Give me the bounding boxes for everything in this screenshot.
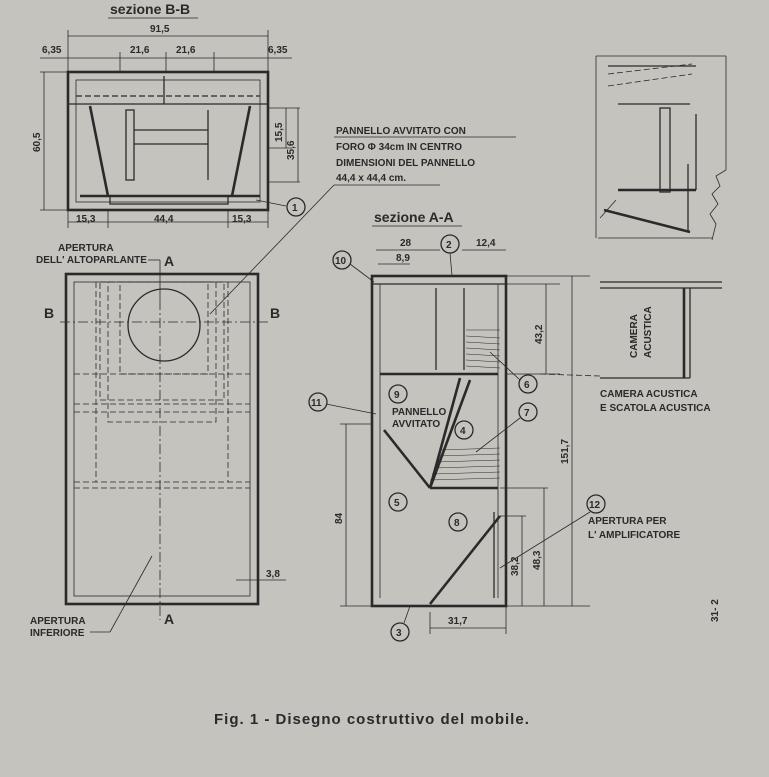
- bottom-opening-label-1: APERTURA: [30, 616, 86, 627]
- dim-bottom-31-7: 31,7: [448, 616, 468, 627]
- dim-lower-84: 84: [334, 512, 345, 524]
- panel-note: PANNELLO AVVITATO CON FORO Φ 34cm IN CEN…: [209, 126, 516, 315]
- panel-note-line4: 44,4 x 44,4 cm.: [336, 173, 406, 184]
- svg-text:3: 3: [396, 628, 402, 639]
- acoustic-fill-lower: [429, 447, 501, 481]
- chamber-label-1: CAMERA: [629, 314, 640, 358]
- panel-note-line1: PANNELLO AVVITATO CON: [336, 126, 466, 137]
- section-a-top-marker: A: [164, 253, 174, 269]
- svg-text:7: 7: [524, 408, 530, 419]
- dim-bottom-left: 15,3: [76, 214, 96, 225]
- section-b-left-marker: B: [44, 305, 54, 321]
- dim-top-8-9: 8,9: [396, 253, 410, 264]
- marker-1: 1: [292, 203, 298, 214]
- dim-overall-width: 91,5: [150, 24, 170, 35]
- dim-lower-48-3: 48,3: [532, 550, 543, 570]
- svg-text:8: 8: [454, 518, 460, 529]
- dim-side-thickness: 3,8: [266, 569, 280, 580]
- figure-caption: Fig. 1 - Disegno costruttivo del mobile.: [214, 711, 530, 728]
- marker-7: 7: [475, 402, 538, 453]
- dim-height: 60,5: [32, 132, 43, 152]
- dim-total-151-7: 151,7: [560, 439, 571, 464]
- svg-text:12: 12: [589, 500, 601, 511]
- svg-text:10: 10: [335, 256, 347, 267]
- marker-4: 4: [454, 420, 474, 440]
- acoustic-fill-upper: [465, 329, 501, 369]
- speaker-label-2: DELL' ALTOPARLANTE: [36, 255, 147, 266]
- marker-1-circle: [286, 197, 306, 217]
- dim-bottom-right: 15,3: [232, 214, 252, 225]
- screwed-panel-label-2: AVVITATO: [392, 419, 440, 430]
- svg-text:4: 4: [460, 426, 466, 437]
- panel-note-line3: DIMENSIONI DEL PANNELLO: [336, 158, 475, 169]
- marker-3: 3: [390, 605, 411, 642]
- dim-upper-43-2: 43,2: [534, 324, 545, 344]
- dim-center-left: 21,6: [130, 45, 150, 56]
- svg-text:2: 2: [446, 240, 452, 251]
- marker-8: 8: [448, 512, 468, 532]
- section-bb-title: sezione B-B: [110, 1, 190, 17]
- dim-inner-height-b: 35,6: [286, 140, 297, 160]
- svg-text:5: 5: [394, 498, 400, 509]
- marker-6: 6: [489, 351, 538, 394]
- acoustic-caption-1: CAMERA ACUSTICA: [600, 389, 698, 400]
- section-aa-title: sezione A-A: [374, 209, 454, 225]
- marker-2: 2: [440, 234, 460, 277]
- dim-top-28: 28: [400, 238, 412, 249]
- section-bb-view: sezione B-B 91,5 6,35 21,6 21,6 6,35 60,…: [32, 1, 306, 228]
- chamber-label-2: ACUSTICA: [643, 306, 654, 358]
- marker-12: 12: [499, 494, 606, 569]
- speaker-hole: [127, 288, 201, 362]
- marker-9: 9: [388, 384, 408, 404]
- speaker-label-1: APERTURA: [58, 243, 114, 254]
- dim-top-12-4: 12,4: [476, 238, 496, 249]
- acoustic-chamber-detail: CAMERA ACUSTICA CAMERA ACUSTICA E SCATOL…: [539, 281, 722, 414]
- dim-center-right: 21,6: [176, 45, 196, 56]
- marker-11: 11: [308, 392, 377, 415]
- front-view: APERTURA DELL' ALTOPARLANTE A B B A 3,8 …: [30, 243, 286, 639]
- partial-section-sketch: [595, 55, 727, 241]
- panel-note-line2: FORO Φ 34cm IN CENTRO: [336, 142, 462, 153]
- dim-right-edge: 6,35: [268, 45, 288, 56]
- marker-5: 5: [388, 492, 408, 512]
- acoustic-caption-2: E SCATOLA ACUSTICA: [600, 403, 711, 414]
- dim-left-edge: 6,35: [42, 45, 62, 56]
- dim-inner-height-a: 15,5: [274, 122, 285, 142]
- marker-10: 10: [332, 250, 375, 283]
- bottom-opening-label-2: INFERIORE: [30, 628, 85, 639]
- dim-lower-38-2: 38,2: [510, 556, 521, 576]
- section-a-bottom-marker: A: [164, 611, 174, 627]
- svg-text:11: 11: [311, 398, 322, 409]
- dim-bottom-center: 44,4: [154, 214, 174, 225]
- amp-opening-label-2: L' AMPLIFICATORE: [588, 530, 681, 541]
- screwed-panel-label-1: PANNELLO: [392, 407, 446, 418]
- section-b-right-marker: B: [270, 305, 280, 321]
- section-aa-view: sezione A-A 28 8,9 12,4: [308, 209, 681, 642]
- amp-opening-label-1: APERTURA PER: [588, 516, 667, 527]
- svg-text:6: 6: [524, 380, 530, 391]
- svg-text:9: 9: [394, 390, 400, 401]
- drawing-code: 31- 2: [710, 599, 721, 622]
